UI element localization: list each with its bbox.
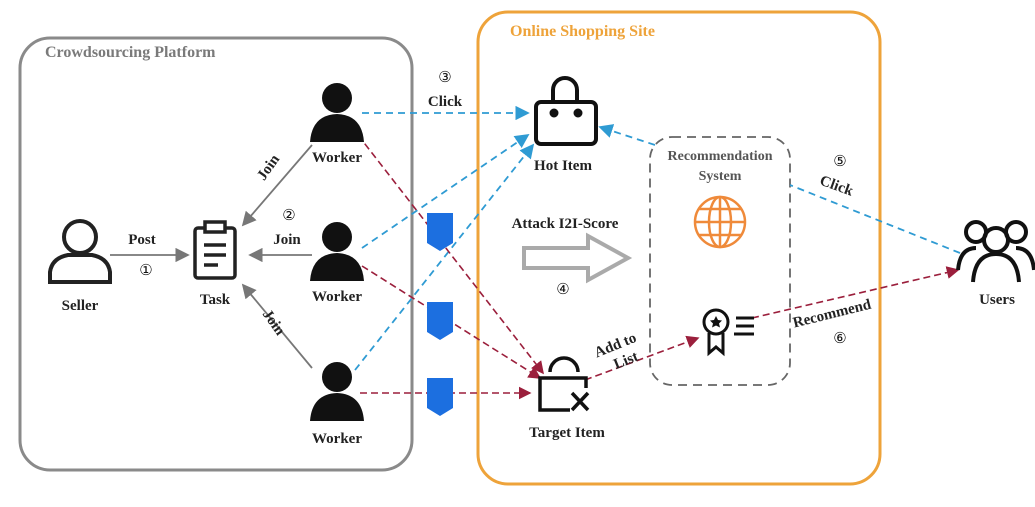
recommend-line [751, 266, 960, 319]
clipboard-icon [193, 220, 237, 280]
users-click-line [789, 184, 961, 254]
step-6: ⑥ [833, 331, 846, 347]
users-label: Users [979, 292, 1015, 308]
task-label: Task [200, 292, 231, 308]
hollow-arrow-icon [522, 232, 633, 284]
platform-title: Crowdsourcing Platform [45, 44, 216, 61]
shop-title: Online Shopping Site [510, 23, 655, 40]
worker-label: Worker [312, 150, 362, 166]
recsys-label-2: System [699, 169, 742, 184]
recommend-hot-line [598, 124, 656, 146]
click-line-worker2-hot [361, 133, 530, 249]
award-list-icon [702, 308, 754, 357]
step-5: ⑤ [833, 154, 846, 170]
target-item-icon [538, 356, 590, 412]
join-label-1: Join [254, 151, 283, 183]
seller-label: Seller [62, 298, 99, 314]
users-icon [956, 220, 1035, 283]
hot-item-label: Hot Item [534, 158, 592, 174]
seller-icon [48, 219, 112, 284]
step-2: ② [282, 208, 295, 224]
step-4: ④ [556, 282, 569, 298]
recommendation-system-box [649, 136, 791, 386]
join-label-2: Join [273, 232, 301, 248]
worker-icon [310, 222, 364, 281]
bookmark-icon [427, 302, 453, 340]
worker-label: Worker [312, 431, 362, 447]
step-1: ① [139, 263, 152, 279]
recsys-label-1: Recommendation [668, 149, 773, 164]
shopping-bag-icon [534, 76, 598, 146]
worker-icon [310, 362, 364, 421]
attack-label: Attack I2I-Score [512, 216, 619, 232]
recommend-label: Recommend [791, 297, 873, 332]
attack-line-worker1-target [357, 134, 544, 375]
crowdsourcing-platform-box [18, 36, 414, 472]
join-arrow-1 [241, 144, 313, 227]
bookmark-icon [427, 213, 453, 251]
join-arrow-3 [241, 283, 313, 369]
add-to-list-line [584, 335, 700, 381]
bookmark-icon [427, 378, 453, 416]
click-label-5: Click [818, 173, 856, 200]
worker-icon [310, 83, 364, 142]
online-shopping-site-box [476, 10, 882, 486]
globe-icon [693, 195, 747, 249]
post-label: Post [128, 232, 156, 248]
step-3: ③ [438, 70, 451, 86]
worker-label: Worker [312, 289, 362, 305]
target-item-label: Target Item [529, 425, 605, 441]
click-label-3: Click [428, 94, 463, 110]
